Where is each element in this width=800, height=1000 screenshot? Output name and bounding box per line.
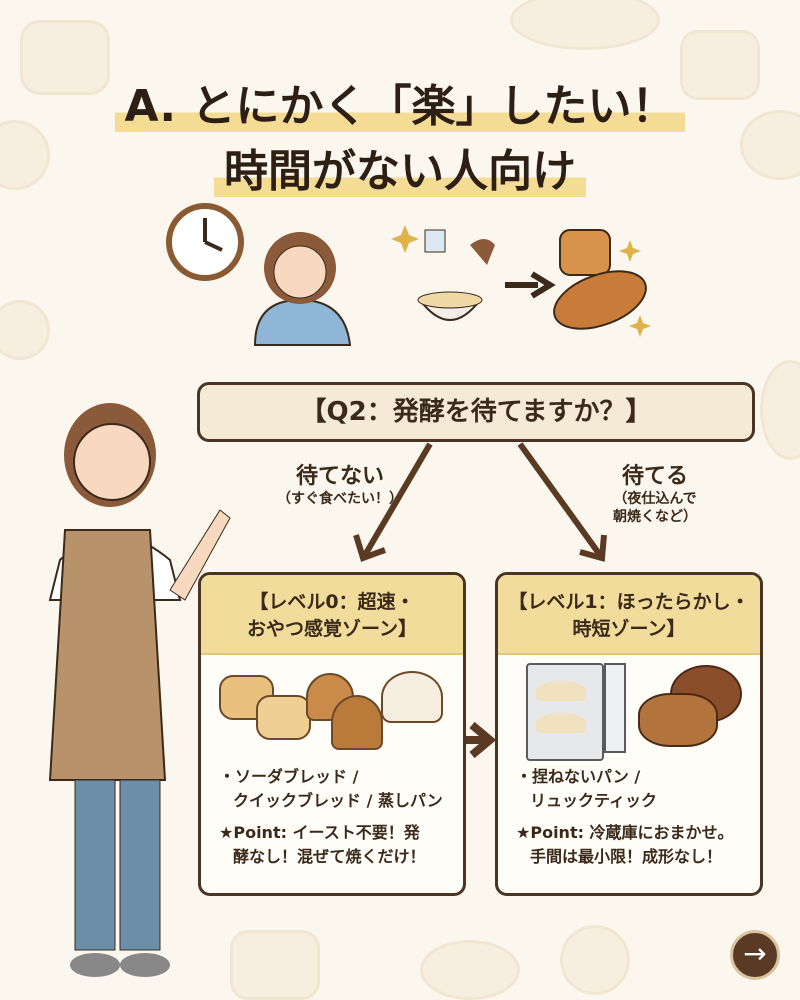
mixing-bowl-illustration — [417, 229, 495, 321]
level-0-card: 【レベル0：超速・おやつ感覚ゾーン】 ・ソーダブレッド /クイックブレッド / … — [198, 572, 466, 896]
level-0-bread-types: ・ソーダブレッド /クイックブレッド / 蒸しパン — [219, 767, 443, 810]
fridge-bread-illustration — [498, 655, 760, 765]
branch-label-cannot-wait: 待てない（すぐ食べたい！） — [277, 464, 403, 507]
bread-loaf-illustration — [553, 229, 647, 330]
title-line-2: 時間がない人向け — [0, 135, 800, 199]
hero-illustrations — [166, 203, 651, 346]
level-0-point: ★Point: イースト不要！発酵なし！混ぜて焼くだけ！ — [219, 823, 426, 866]
scones-muffins-illustration — [201, 655, 463, 765]
arrow-left-branch — [362, 442, 433, 557]
chef-woman-illustration — [48, 403, 231, 977]
level-0-header: 【レベル0：超速・おやつ感覚ゾーン】 — [201, 575, 463, 655]
branch-label-can-wait: 待てる（夜仕込んで朝焼くなど） — [613, 464, 697, 525]
level-1-header: 【レベル1：ほったらかし・時短ゾーン】 — [498, 575, 760, 655]
worried-woman-illustration — [253, 232, 352, 346]
question-box: 【Q2：発酵を待てますか？】 — [197, 382, 755, 442]
arrow-right-icon — [505, 271, 556, 299]
next-page-button[interactable]: → — [730, 930, 780, 980]
arrow-right-icon: → — [743, 937, 767, 970]
arrow-right-branch — [517, 442, 603, 557]
level-1-point: ★Point: 冷蔵庫におまかせ。手間は最小限！成形なし！ — [516, 823, 734, 866]
level-1-card: 【レベル1：ほったらかし・時短ゾーン】 ・捏ねないパン /リュックティック ★P… — [495, 572, 763, 896]
clock-icon — [166, 203, 244, 281]
sparkle-icon — [391, 225, 651, 337]
title-line-1: A. とにかく「楽」したい！ — [0, 70, 800, 134]
level-1-bread-types: ・捏ねないパン /リュックティック — [516, 767, 658, 810]
